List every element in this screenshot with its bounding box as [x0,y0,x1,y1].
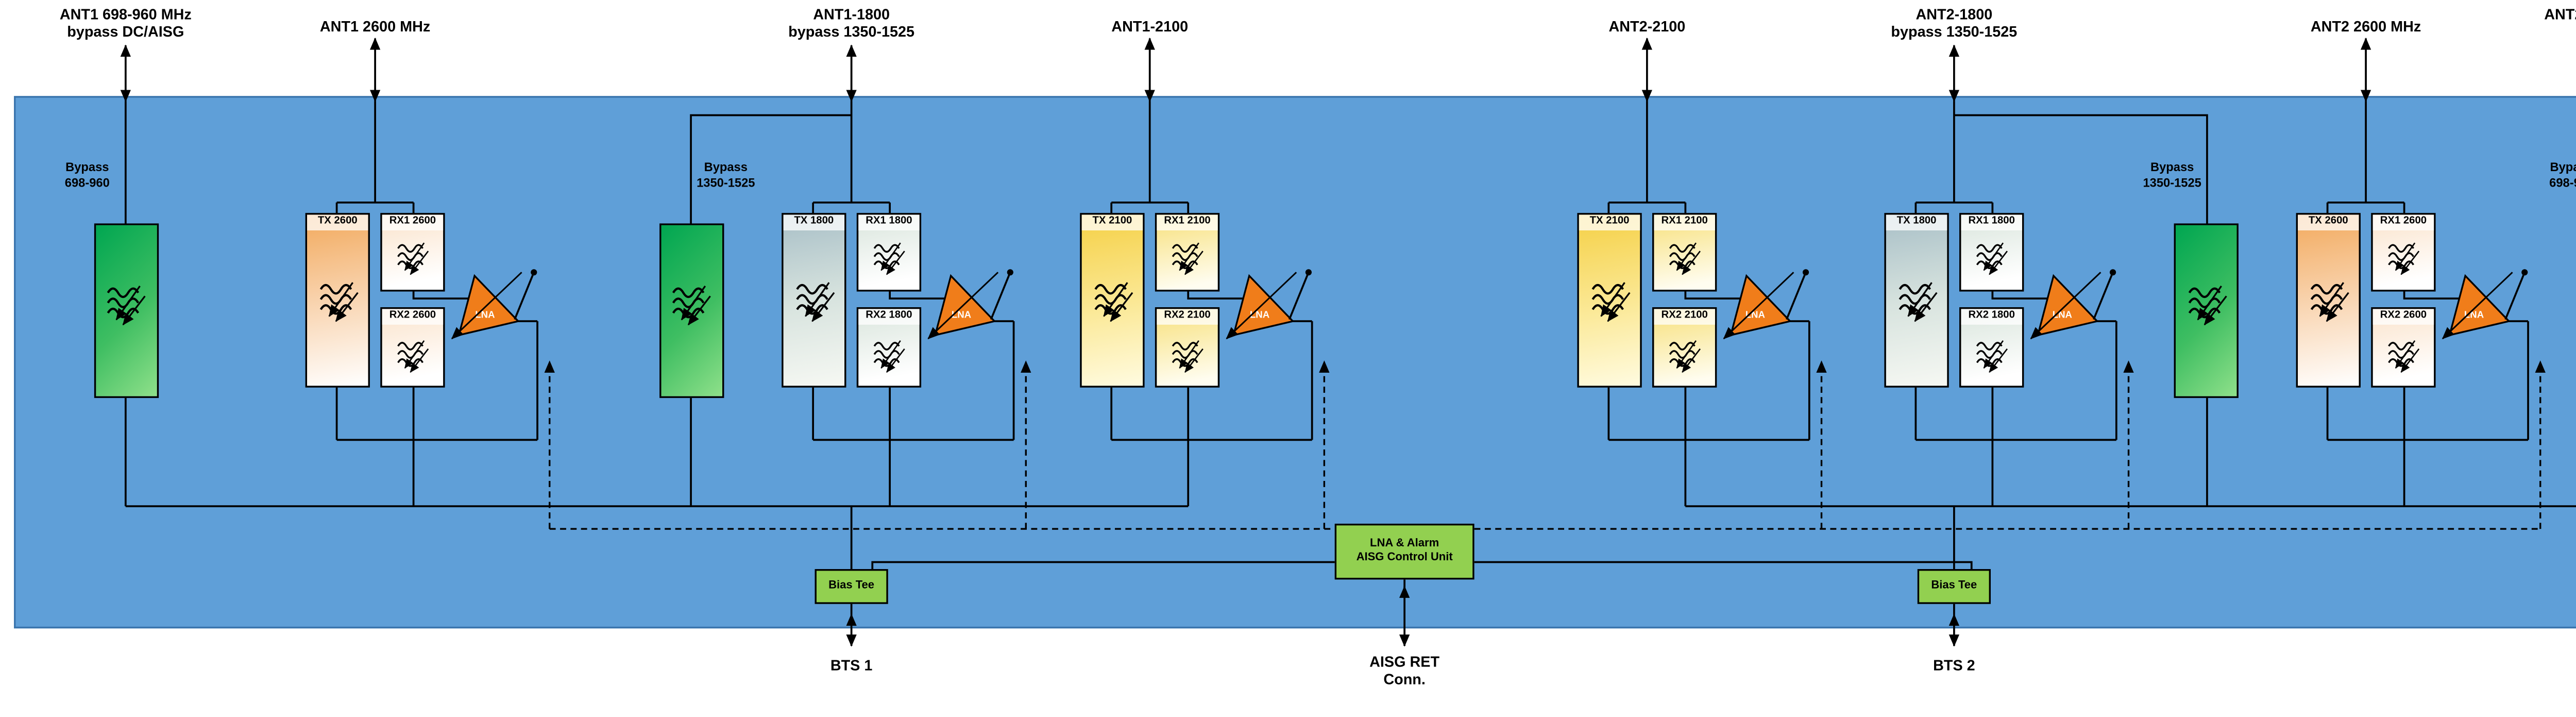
port-label-line: ANT2 698-960 MHz [2544,5,2576,23]
filter-label: RX1 2100 [1157,214,1218,230]
filter-label: TX 2600 [2298,214,2359,230]
tx-filter-1800-left: TX 1800 [782,213,846,388]
bias-tee-label: Bias Tee [1931,579,1977,592]
port-label-bts1: BTS 1 [831,656,873,674]
bypass-label-line: 1350-1525 [697,178,755,191]
port-label-line: ANT2 2600 MHz [2310,17,2421,35]
port-label-line: ANT2-1800 [1916,5,1993,23]
bypass-label-line: Bypass [65,162,109,175]
filter-label: TX 2100 [1579,214,1640,230]
tx-filter-2600-left: TX 2600 [305,213,370,388]
port-label-line: bypass [2544,23,2576,41]
aisg-control-unit: LNA & Alarm AISG Control Unit [1334,523,1475,580]
bias-tee-label: Bias Tee [828,579,875,592]
port-label-ant2-698-960: ANT2 698-960 MHz bypass [2544,5,2576,41]
rx1-filter-1800-right: RX1 1800 [1959,213,2024,292]
port-label-line: AISG RET [1369,653,1440,671]
filter-label: RX1 1800 [858,214,920,230]
filter-label: RX1 1800 [1961,214,2022,230]
bypass-filter-label: Bypass 1350-1525 [2143,161,2201,193]
bias-tee-right: Bias Tee [1917,569,1991,604]
port-label-line: bypass 1350-1525 [788,23,915,41]
port-label-line: ANT1-1800 [813,5,890,23]
filter-label: RX2 2100 [1654,309,1715,324]
tx-filter-1800-right: TX 1800 [1884,213,1949,388]
port-label-aisg-ret: AISG RET Conn. [1369,653,1439,689]
tx-filter-2600-right: TX 2600 [2296,213,2361,388]
rx1-filter-2600-right: RX1 2600 [2371,213,2436,292]
bypass-label-line: 698-960 [64,178,110,191]
rx2-filter-2100-right: RX2 2100 [1652,307,1717,388]
port-label-line: bypass DC/AISG [67,23,184,41]
port-label-ant2-1800: ANT2-1800 bypass 1350-1525 [1891,5,2017,41]
port-label-line: ANT1 698-960 MHz [59,5,192,23]
filter-label: RX2 1800 [858,309,920,324]
bypass-label-line: 1350-1525 [2143,178,2201,191]
tx-filter-2100-left: TX 2100 [1080,213,1145,388]
port-label-bts2: BTS 2 [1933,656,1975,674]
rx2-filter-2600-left: RX2 2600 [380,307,445,388]
rx2-filter-2600-right: RX2 2600 [2371,307,2436,388]
control-unit-label-line: LNA & Alarm [1370,537,1439,550]
rx1-filter-2600-left: RX1 2600 [380,213,445,292]
filter-label: RX2 2600 [2372,309,2434,324]
rx1-filter-1800-left: RX1 1800 [856,213,922,292]
bypass-label-line: 698-960 [2549,178,2576,191]
port-label-ant1-698-960: ANT1 698-960 MHz bypass DC/AISG [60,5,192,41]
filter-label: RX2 2100 [1157,309,1218,324]
port-label-ant1-2100: ANT1-2100 [1111,18,1188,35]
port-label-ant2-2100: ANT2-2100 [1608,18,1685,35]
filter-label: RX1 2600 [382,214,444,230]
filter-label: RX1 2600 [2372,214,2434,230]
filter-label: RX2 2600 [382,309,444,324]
filter-label: TX 1800 [783,214,845,230]
tx-filter-2100-right: TX 2100 [1577,213,1642,388]
bypass-filter-1350-1525-right [2174,223,2239,398]
filter-label: RX2 1800 [1961,309,2022,324]
rx1-filter-2100-right: RX1 2100 [1652,213,1717,292]
bypass-filter-1350-1525-left [659,223,724,398]
filter-label: RX1 2100 [1654,214,1715,230]
port-label-line: bypass 1350-1525 [1891,23,2018,41]
bypass-filter-698-960-left [94,223,159,398]
rx2-filter-2100-left: RX2 2100 [1155,307,1220,388]
port-label-line: ANT1 2600 MHz [319,17,431,35]
filter-label: TX 2100 [1081,214,1143,230]
bypass-filter-label: Bypass 698-960 [65,161,110,193]
port-label-line: BTS 2 [1933,656,1975,674]
port-label-line: ANT2-2100 [1608,17,1686,35]
port-label-line: BTS 1 [830,656,873,674]
port-label-ant1-1800: ANT1-1800 bypass 1350-1525 [788,5,914,41]
bypass-label-line: Bypass [704,162,748,175]
rx2-filter-1800-right: RX2 1800 [1959,307,2024,388]
rx1-filter-2100-left: RX1 2100 [1155,213,1220,292]
bypass-label-line: Bypass [2550,162,2576,175]
filter-label: TX 1800 [1886,214,1947,230]
control-unit-label-line: AISG Control Unit [1356,552,1453,564]
port-label-line: ANT1-2100 [1111,17,1189,35]
bypass-filter-label: Bypass 1350-1525 [697,161,755,193]
bypass-filter-label: Bypass 698-960 [2549,161,2576,193]
bias-tee-left: Bias Tee [815,569,888,604]
port-label-line: Conn. [1383,671,1426,688]
bypass-label-line: Bypass [2150,162,2194,175]
rx2-filter-1800-left: RX2 1800 [856,307,922,388]
port-label-ant1-2600: ANT1 2600 MHz [320,18,430,35]
port-label-ant2-2600: ANT2 2600 MHz [2311,18,2421,35]
filter-label: TX 2600 [307,214,368,230]
